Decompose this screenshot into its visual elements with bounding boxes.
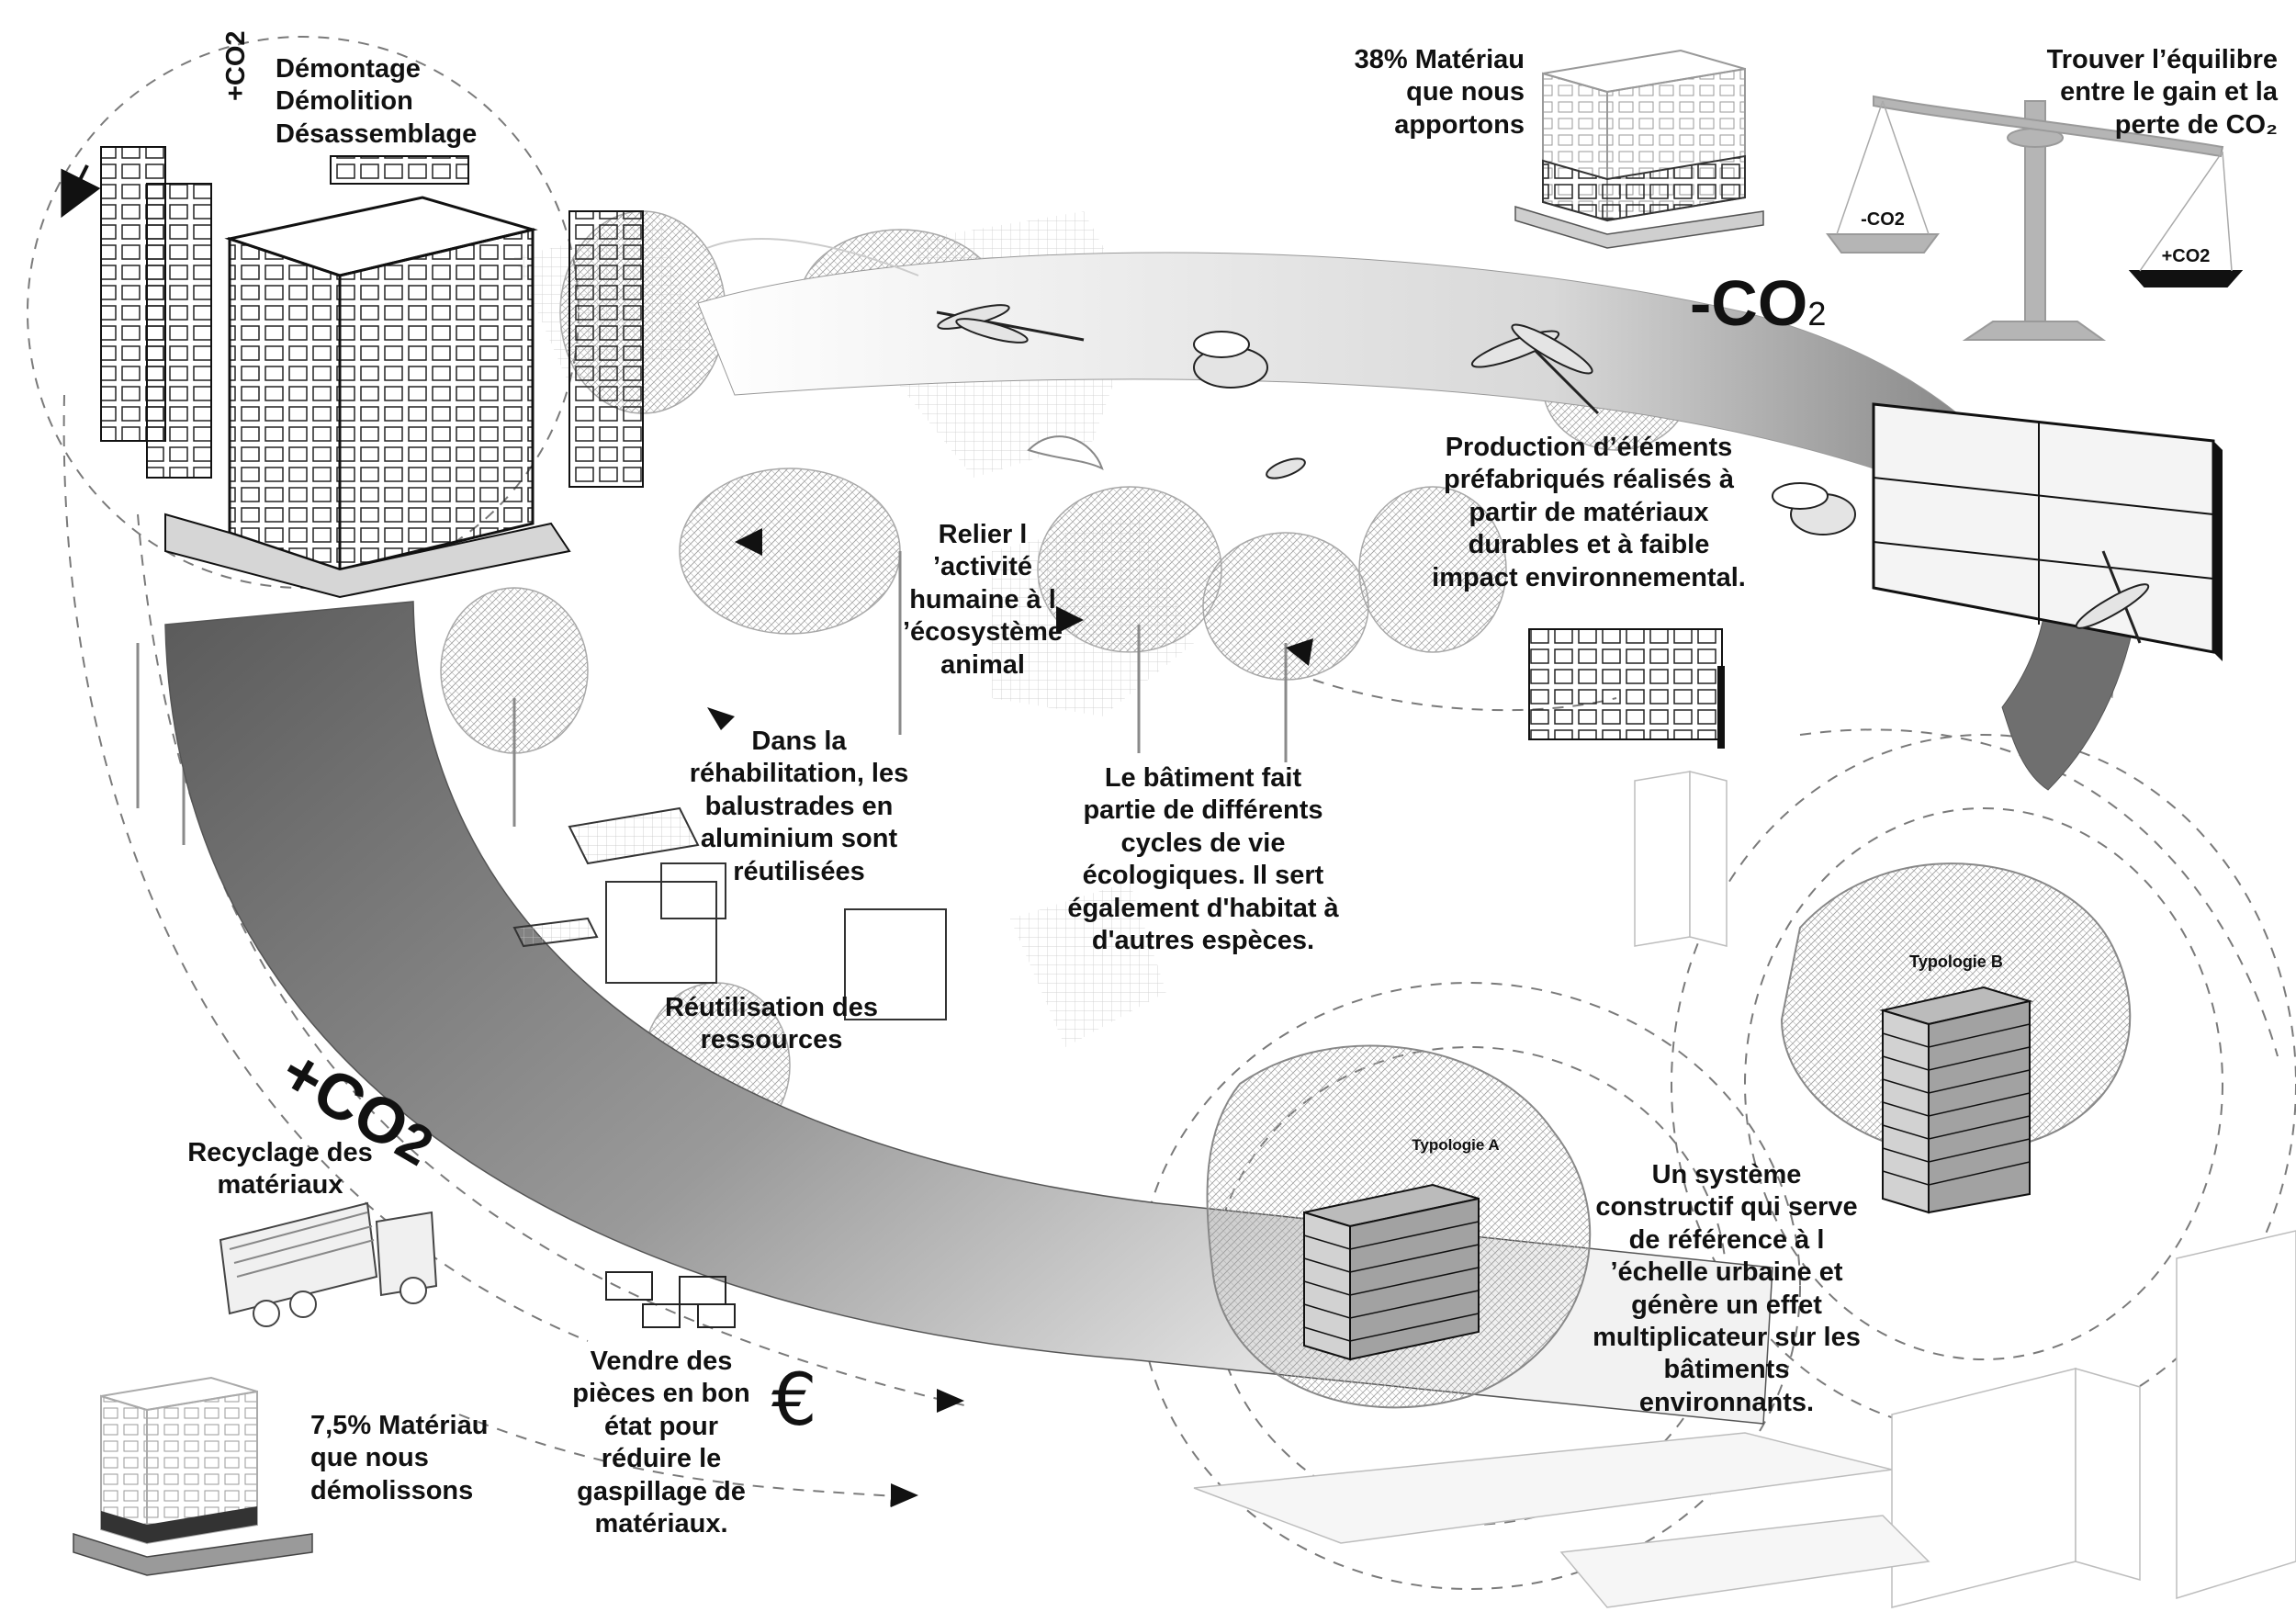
insects xyxy=(936,304,2150,644)
bee-icon xyxy=(1193,331,1268,389)
balance-label: Trouver l’équilibre entre le gain et la … xyxy=(2046,45,2278,140)
scale-pan-right xyxy=(2128,270,2244,287)
inner-cycle-path xyxy=(137,513,965,1406)
grasshopper-icon xyxy=(1266,457,1306,479)
plus-co2-band xyxy=(164,601,1773,1425)
demolition-co2-label: +CO2 xyxy=(221,30,251,101)
flow-arrows xyxy=(707,528,1313,1507)
tree-cluster-2 xyxy=(679,468,901,635)
minus-co2-band-down xyxy=(2001,587,2141,791)
material-building-top xyxy=(1514,49,1764,249)
urban-context xyxy=(1193,771,2296,1608)
right-cycle xyxy=(1799,728,2279,1057)
facade-panel xyxy=(1528,628,1725,749)
tree-cluster-8 xyxy=(1358,486,1507,653)
sell-path xyxy=(458,1414,913,1507)
scale-base xyxy=(1962,321,2107,341)
arrow-up-left-icon xyxy=(707,707,735,730)
arrow-left-icon xyxy=(735,528,762,556)
typologie-b-label: Typologie B xyxy=(1909,952,2003,971)
bird-icon xyxy=(1027,435,1104,470)
typologie-b-building xyxy=(1879,986,2033,1214)
building-base xyxy=(164,513,571,599)
demolition-label: Démontage Démolition Désassemblage xyxy=(276,54,478,149)
scale-pan-left xyxy=(1826,233,1940,254)
material-building-bottom xyxy=(73,1376,313,1576)
material-fill-bottom xyxy=(101,1506,257,1543)
lifecycle-label: Le bâtiment fait partie de différents cy… xyxy=(1067,763,1339,955)
demolition-building xyxy=(100,146,644,599)
building-side xyxy=(338,228,535,571)
building-front xyxy=(228,236,342,572)
dragonfly-3-icon xyxy=(2075,550,2150,644)
arrow-right-icon xyxy=(1056,606,1084,634)
connector-arc xyxy=(1312,679,1617,712)
recycling-truck-icon xyxy=(219,1201,438,1327)
grid-patch-2 xyxy=(992,514,1194,716)
return-arrow-left xyxy=(61,164,101,219)
euro-icon: € xyxy=(771,1359,817,1442)
minus-co2-label: -CO2 xyxy=(1690,267,1827,339)
outer-cycle-path xyxy=(62,394,589,1342)
arrow-right-3-icon xyxy=(891,1483,918,1507)
scale-plus-label: +CO2 xyxy=(2161,246,2211,266)
rehab-label: Dans la réhabilitation, les balustrades … xyxy=(689,727,909,886)
sell-label: Vendre des pièces en bon état pour rédui… xyxy=(572,1347,750,1538)
typologie-b-ring-2 xyxy=(1744,807,2223,1360)
reuse-structures xyxy=(512,806,947,1020)
dragonfly-icon xyxy=(936,304,1085,344)
system-label: Un système constructif qui serve de réfé… xyxy=(1593,1160,1861,1417)
arrow-left-2-icon xyxy=(1286,638,1313,666)
exploded-panel-left-2 xyxy=(146,183,212,479)
reuse-label: Réutilisation des ressources xyxy=(664,993,879,1055)
scale-minus-label: -CO2 xyxy=(1861,209,1905,230)
typologie-a-building xyxy=(1303,1183,1480,1361)
recycling-label: Recyclage des matériaux xyxy=(187,1138,373,1200)
arrow-right-2-icon xyxy=(937,1389,964,1413)
grid-patch-3 xyxy=(1010,882,1166,1047)
typologie-b-ring-1 xyxy=(1671,734,2296,1434)
top-return-arrow xyxy=(706,238,919,276)
dragonfly-2-icon xyxy=(1470,323,1600,415)
production-label: Production d’éléments préfabriqués réali… xyxy=(1432,433,1746,592)
demolished-label: 7,5% Matériau que nous démolissons xyxy=(310,1411,489,1505)
scale-beam xyxy=(1873,95,2224,158)
typologie-a-label: Typologie A xyxy=(1412,1136,1500,1154)
exploded-panel-top xyxy=(330,155,469,185)
balance-scale xyxy=(1826,95,2244,341)
connect-label: Relier l ’activité humaine à l ’écosystè… xyxy=(902,520,1064,680)
material-brought-label: 38% Matériau que nous apportons xyxy=(1354,45,1525,140)
material-fill xyxy=(1542,154,1746,222)
sale-elements xyxy=(605,1271,736,1328)
bee-2-icon xyxy=(1772,482,1856,535)
exploded-panel-right xyxy=(568,210,644,488)
